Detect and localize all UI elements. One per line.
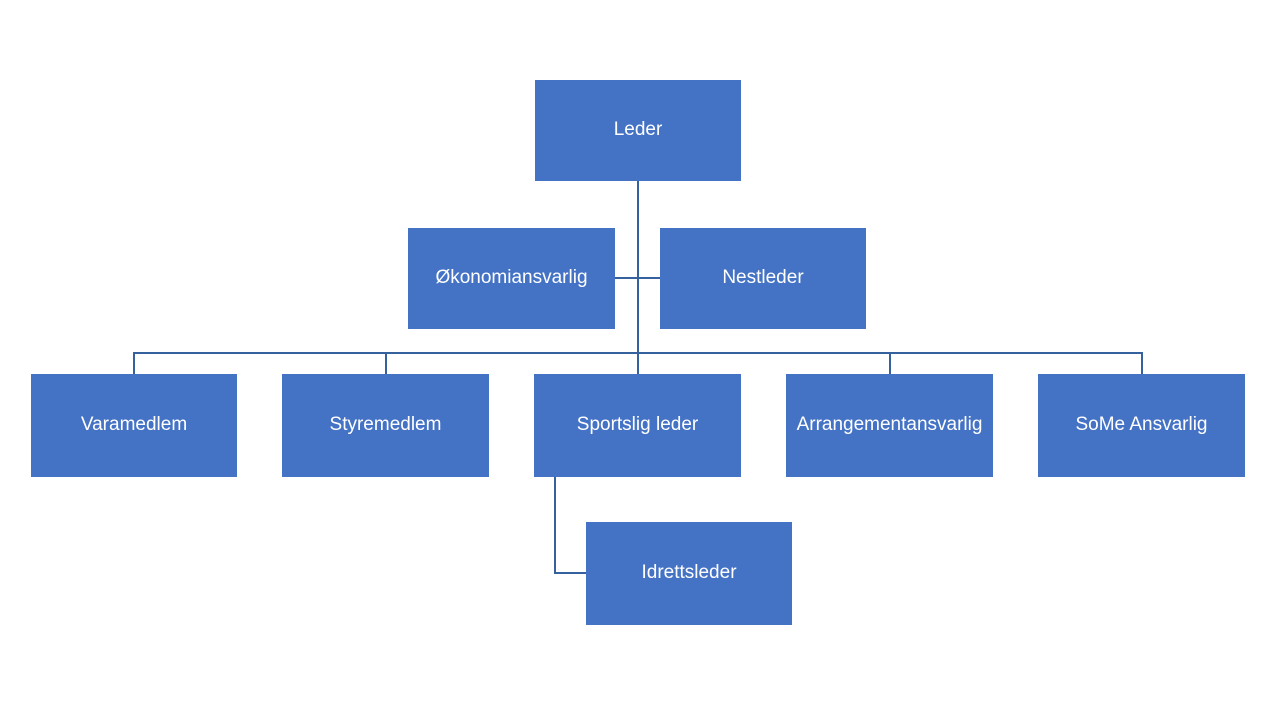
node-sportslig-leder: Sportslig leder	[534, 374, 741, 477]
connector-elbow-vertical-idrettsleder	[554, 477, 556, 573]
node-some-ansvarlig: SoMe Ansvarlig	[1038, 374, 1245, 477]
node-leder: Leder	[535, 80, 741, 181]
connector-drop-styremedlem	[385, 352, 387, 374]
node-nestleder: Nestleder	[660, 228, 866, 329]
connector-drop-arrangement	[889, 352, 891, 374]
node-idrettsleder: Idrettsleder	[586, 522, 792, 625]
node-styremedlem: Styremedlem	[282, 374, 489, 477]
node-arrangementansvarlig: Arrangementansvarlig	[786, 374, 993, 477]
connector-drop-varamedlem	[133, 352, 135, 374]
connector-main-horizontal	[133, 352, 1142, 354]
node-okonomiansvarlig: Økonomiansvarlig	[408, 228, 615, 329]
connector-elbow-horizontal-idrettsleder	[554, 572, 587, 574]
node-varamedlem: Varamedlem	[31, 374, 237, 477]
connector-drop-some	[1141, 352, 1143, 374]
connector-assistants-horizontal	[615, 277, 660, 279]
